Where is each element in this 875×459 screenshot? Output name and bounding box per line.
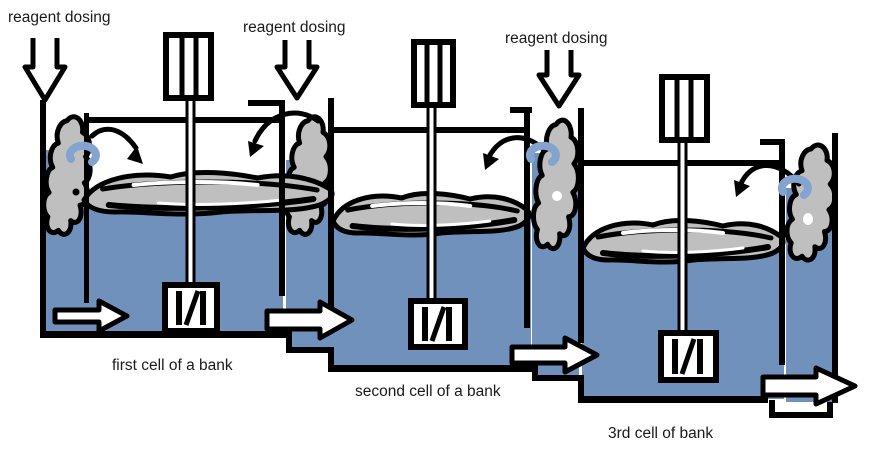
step-1b-vertical (328, 347, 334, 371)
froth-cloud-1 (44, 117, 90, 235)
cell-1-inner-left-wall (84, 113, 89, 303)
froth-transfer-arrowhead-1 (127, 146, 143, 164)
cell-3-bottom (578, 396, 768, 403)
cell-3-outer-right-wall (832, 133, 838, 403)
flow-arrow-icon-3 (509, 335, 600, 375)
cell-label-1: first cell of a bank (112, 357, 233, 374)
step-1-vertical (286, 331, 292, 353)
channel-2-floor (532, 375, 584, 381)
cell-2-right-wall (524, 107, 530, 328)
impeller-diagonal (429, 306, 447, 342)
agitator-shaft-2 (426, 101, 437, 307)
froth-transfer-arrowhead-3 (483, 153, 499, 170)
tank-walls (40, 98, 838, 418)
cell-1-outer-left-wall (40, 100, 46, 338)
outlet-box (769, 400, 833, 418)
cell-3-right-wall (779, 139, 785, 365)
flow-arrow-icon-1 (52, 298, 130, 334)
reagent-dosing-label-3: reagent dosing (505, 30, 608, 47)
impeller-diagonal (679, 338, 697, 375)
cell-1-right-wall (279, 100, 285, 296)
cell-2-bottom (328, 365, 532, 372)
froth-transfer-arrowhead-2 (248, 141, 264, 157)
flow-arrow-icon-2 (264, 299, 355, 341)
reagent-dosing-arrow-icon-1 (22, 38, 68, 103)
agitator-shaft-1 (185, 94, 196, 290)
agitator-2 (408, 39, 468, 350)
step-2-vertical (532, 365, 538, 381)
reagent-dosing-arrow-icon-3 (536, 50, 582, 109)
cell-label-3: 3rd cell of bank (608, 425, 713, 442)
cell-2-right-lip (510, 107, 532, 113)
reagent-arrows (22, 38, 582, 109)
impeller-diagonal (183, 290, 201, 326)
cell-3-outer-left-wall (578, 108, 584, 343)
agitator-motor-3 (659, 74, 710, 143)
cell-2-outer-left-wall (328, 98, 334, 313)
cell-3-right-lip (760, 139, 785, 145)
flow-arrows (52, 298, 858, 407)
cell-label-2: second cell of a bank (355, 383, 501, 400)
reagent-dosing-label-1: reagent dosing (8, 9, 111, 26)
agitator-1 (162, 32, 220, 334)
froth-notch-3 (803, 213, 813, 225)
froth-transfer-arrow-1 (89, 126, 139, 151)
agitators (162, 32, 719, 383)
agitator-shaft-3 (677, 136, 688, 339)
labels: reagent dosing reagent dosing reagent do… (8, 9, 713, 442)
froth-transfer-arrow-2 (252, 110, 321, 144)
froth-dot (72, 188, 80, 196)
cell-1-tank (40, 100, 334, 371)
channel-1-floor (286, 347, 333, 353)
agitator-motor-2 (411, 39, 456, 108)
flow-arrow-icon-4 (760, 365, 858, 407)
froth-layer-1 (84, 172, 332, 214)
froth-notch-2 (552, 191, 562, 201)
froth-transfer-arrowhead-4 (734, 180, 750, 197)
cell-1-right-lip (248, 100, 282, 106)
agitator-motor-1 (163, 32, 214, 101)
reagent-dosing-label-2: reagent dosing (243, 19, 346, 36)
step-2b-vertical (578, 375, 584, 402)
agitator-3 (658, 74, 719, 383)
froth-cloud-3 (533, 120, 578, 248)
cell-1-rim (84, 117, 282, 123)
reagent-dosing-arrow-icon-2 (274, 40, 320, 101)
cell-1-bottom (40, 331, 292, 338)
